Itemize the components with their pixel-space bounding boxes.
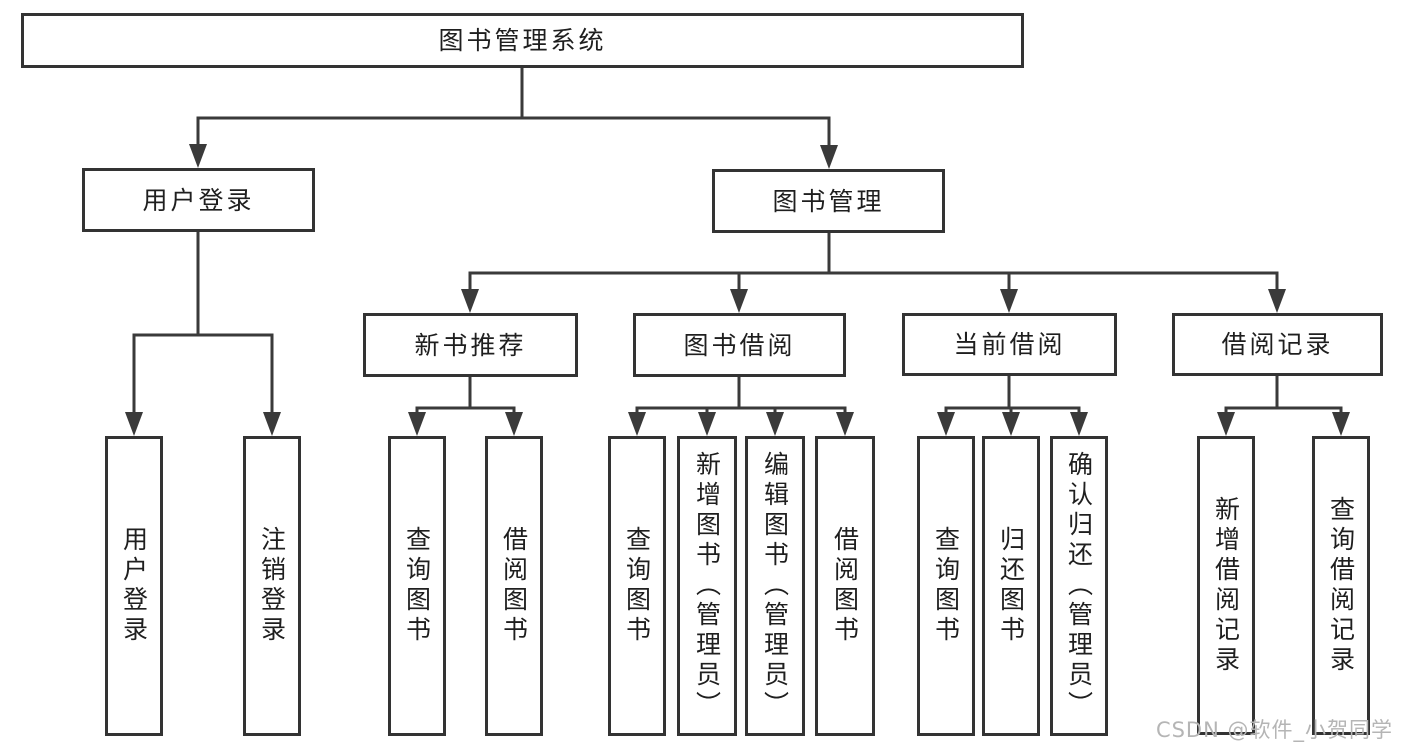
arrowhead-icon <box>125 412 143 436</box>
node-label-current-borrow: 当前借阅 <box>953 330 1066 359</box>
arrowhead-icon <box>820 145 838 169</box>
node-user-login: 用户登录 <box>82 168 315 232</box>
arrowhead-icon <box>1217 412 1235 436</box>
node-label-leaf-logout: 注销登录 <box>257 526 287 646</box>
arrowhead-icon <box>263 412 281 436</box>
node-label-leaf-user-login: 用户登录 <box>119 526 149 646</box>
node-label-leaf-confirm-return: 确认归还（管理员） <box>1064 451 1094 721</box>
node-leaf-return-book: 归还图书 <box>982 436 1040 736</box>
arrowhead-icon <box>1000 289 1018 313</box>
node-label-new-book-recommend: 新书推荐 <box>414 330 527 360</box>
arrowhead-icon <box>1002 412 1020 436</box>
node-label-leaf-return-book: 归还图书 <box>996 526 1026 646</box>
arrowhead-icon <box>730 289 748 313</box>
node-leaf-query-borrow-record: 查询借阅记录 <box>1312 436 1370 735</box>
node-borrow-record: 借阅记录 <box>1172 313 1383 376</box>
node-label-leaf-query-book-2: 查询图书 <box>622 526 652 646</box>
arrowhead-icon <box>1070 412 1088 436</box>
arrowhead-icon <box>505 412 523 436</box>
node-label-book-borrow: 图书借阅 <box>683 330 796 360</box>
node-label-leaf-edit-book: 编辑图书（管理员） <box>760 451 790 721</box>
node-label-leaf-add-book: 新增图书（管理员） <box>692 451 722 721</box>
arrowhead-icon <box>836 412 854 436</box>
node-leaf-logout: 注销登录 <box>243 436 301 736</box>
node-label-leaf-borrow-book-2: 借阅图书 <box>830 526 860 646</box>
node-leaf-add-borrow-record: 新增借阅记录 <box>1197 436 1255 735</box>
node-leaf-borrow-book-1: 借阅图书 <box>485 436 543 736</box>
node-label-user-login: 用户登录 <box>142 185 255 215</box>
node-label-book-management: 图书管理 <box>772 186 885 216</box>
node-label-borrow-record: 借阅记录 <box>1221 330 1334 359</box>
node-leaf-query-book-2: 查询图书 <box>608 436 666 736</box>
arrowhead-icon <box>628 412 646 436</box>
node-book-borrow: 图书借阅 <box>633 313 846 377</box>
node-current-borrow: 当前借阅 <box>902 313 1117 376</box>
node-leaf-user-login: 用户登录 <box>105 436 163 736</box>
node-root: 图书管理系统 <box>21 13 1024 68</box>
node-book-management: 图书管理 <box>712 169 945 233</box>
arrowhead-icon <box>461 289 479 313</box>
arrowhead-icon <box>766 412 784 436</box>
node-label-leaf-query-book-1: 查询图书 <box>402 526 432 646</box>
node-leaf-edit-book: 编辑图书（管理员） <box>745 436 805 736</box>
node-leaf-query-book-1: 查询图书 <box>388 436 446 736</box>
arrowhead-icon <box>408 412 426 436</box>
node-label-leaf-query-borrow-record: 查询借阅记录 <box>1326 495 1356 676</box>
arrowhead-icon <box>698 412 716 436</box>
node-leaf-add-book: 新增图书（管理员） <box>677 436 737 736</box>
node-new-book-recommend: 新书推荐 <box>363 313 578 377</box>
node-label-leaf-borrow-book-1: 借阅图书 <box>499 526 529 646</box>
node-label-leaf-query-book-3: 查询图书 <box>931 526 961 646</box>
node-label-root: 图书管理系统 <box>438 26 607 55</box>
arrowhead-icon <box>1332 412 1350 436</box>
arrowhead-icon <box>937 412 955 436</box>
arrowhead-icon <box>1268 289 1286 313</box>
node-label-leaf-add-borrow-record: 新增借阅记录 <box>1211 495 1241 676</box>
node-leaf-confirm-return: 确认归还（管理员） <box>1050 436 1108 736</box>
node-leaf-borrow-book-2: 借阅图书 <box>815 436 875 736</box>
node-leaf-query-book-3: 查询图书 <box>917 436 975 736</box>
arrowhead-icon <box>189 144 207 168</box>
